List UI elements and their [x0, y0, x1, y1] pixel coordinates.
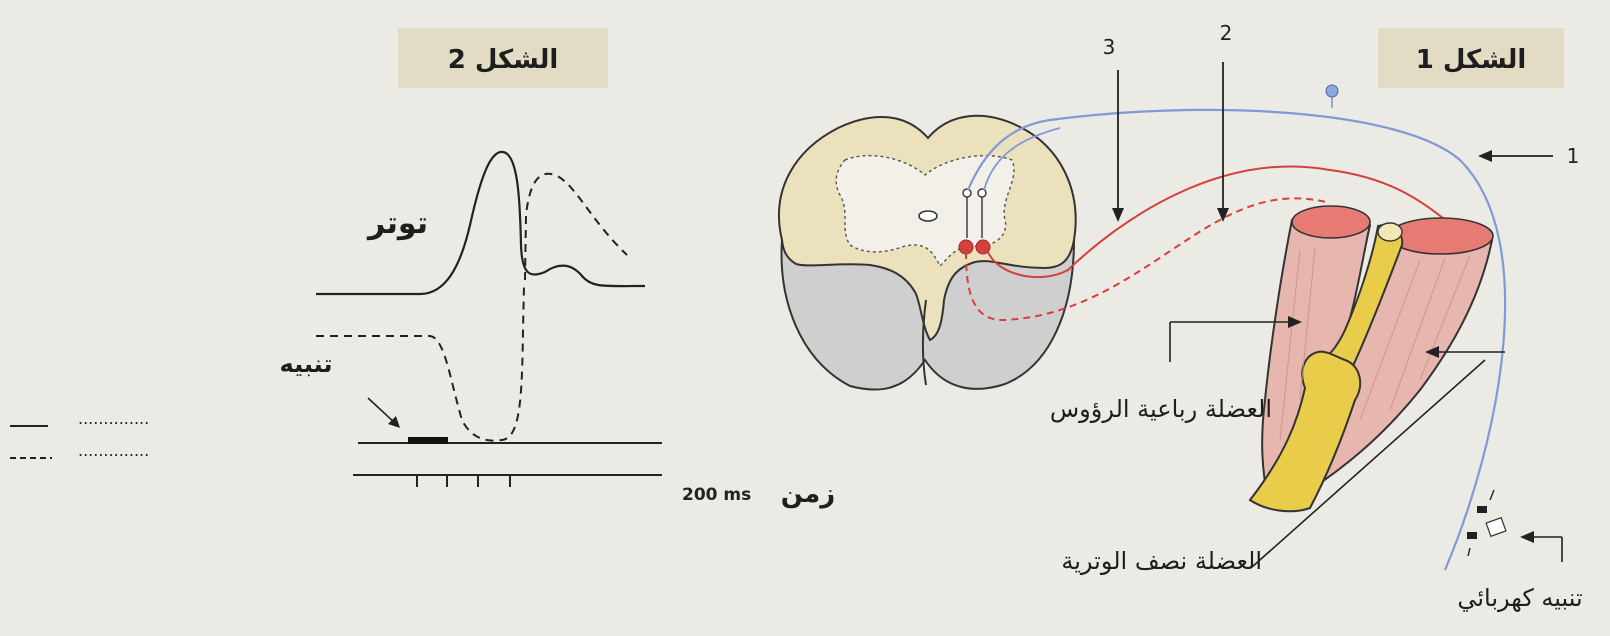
arrow-1-number: 1	[1567, 144, 1580, 168]
arrow-1-head	[1478, 150, 1492, 162]
electrical-stimulus-label: تنبيه كهربائي	[1457, 584, 1582, 612]
central-canal	[919, 211, 937, 221]
arrow-3-head	[1112, 208, 1124, 222]
legend-dashed-entry: ..............	[78, 441, 149, 460]
stimulator-box	[1486, 518, 1506, 537]
stimulus-curve-dashed	[316, 285, 524, 441]
time-label: زمن	[781, 479, 835, 509]
electrode-wire	[1490, 490, 1494, 500]
semitendinosus-label: العضلة نصف الوترية	[1061, 547, 1262, 575]
tension-curve-solid	[316, 152, 645, 294]
stimulus-arrow	[368, 398, 396, 424]
arrow-2-number: 2	[1220, 21, 1233, 45]
leader-arrow-head	[1520, 531, 1534, 543]
legend-solid-entry: ..............	[78, 409, 149, 428]
sensory-synapse	[963, 189, 971, 197]
stimulus-label: تنبيه	[280, 350, 333, 378]
stimulus-pulse-bar	[408, 437, 448, 444]
electrode	[1467, 532, 1477, 539]
figure2-title: الشكل 2	[448, 45, 559, 75]
femur-cut-end	[1378, 223, 1402, 241]
time-axis-ticks	[417, 475, 510, 487]
stimulation-electrodes	[1467, 490, 1506, 556]
motor-neuron-body	[959, 240, 973, 254]
tension-label: توتر	[366, 206, 428, 241]
time-scale-label: 200 ms	[682, 485, 751, 505]
spinal-cord-section	[779, 116, 1076, 390]
tension-curve-dashed	[525, 174, 627, 280]
arrow-3-number: 3	[1103, 35, 1116, 59]
electrode	[1477, 506, 1487, 513]
quadriceps-cut-surface	[1292, 206, 1370, 238]
muscle-bone-group	[1250, 206, 1493, 511]
quadriceps-label: العضلة رباعية الرؤوس	[1050, 395, 1272, 423]
sensory-ganglion-cell	[1326, 85, 1338, 97]
stimulus-leader	[1520, 531, 1562, 562]
electrode-wire	[1468, 548, 1470, 556]
motor-neuron-body	[976, 240, 990, 254]
figure1-title: الشكل 1	[1416, 45, 1527, 75]
semitendinosus-cut-surface	[1389, 218, 1493, 254]
